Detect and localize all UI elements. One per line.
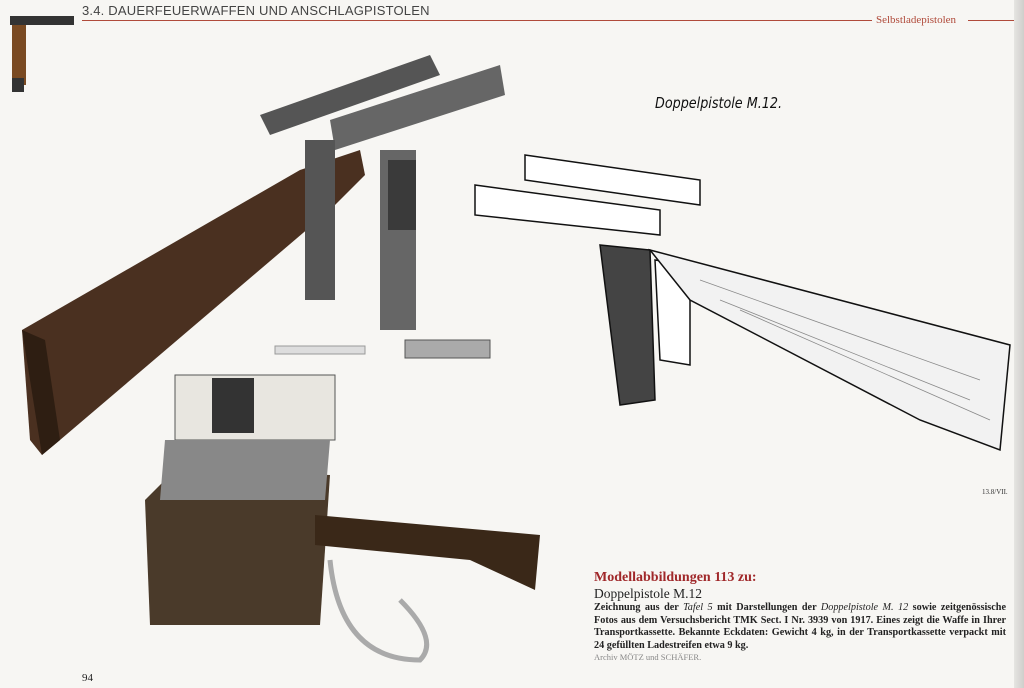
caption-credit: Archiv MÖTZ und SCHÄFER. — [594, 652, 702, 662]
header-rule-right — [968, 20, 1014, 21]
photo-transport-case — [145, 374, 540, 663]
caption-text: Zeichnung aus der — [594, 602, 684, 613]
caption-italic: Tafel 5 — [683, 602, 713, 613]
chapter-title: 3.4. DAUERFEUERWAFFEN UND ANSCHLAGPISTOL… — [82, 3, 430, 18]
caption-subheading: Doppelpistole M.12 — [594, 586, 702, 601]
plate-reference: 13.8/VII. — [982, 488, 1008, 496]
caption-heading: Modellabbildungen 113 zu: — [594, 570, 757, 585]
drawing-title: Doppelpistole M.12. — [655, 94, 783, 112]
caption-italic: Doppelpistole M. 12 — [820, 602, 909, 613]
header-rule — [82, 20, 872, 21]
page-number: 94 — [82, 672, 93, 684]
section-label: Selbstladepistolen — [876, 14, 957, 26]
page-edge-shadow — [1014, 0, 1024, 688]
pistol-thumbnail-icon — [10, 16, 74, 92]
technical-drawing-double-pistol — [474, 154, 1011, 452]
caption-body: Zeichnung aus der Tafel 5 mit Darstellun… — [594, 602, 1006, 652]
figure-caption: Modellabbildungen 113 zu: Doppelpistole … — [594, 570, 1006, 663]
photo-double-pistol-with-stock — [22, 55, 505, 455]
caption-text: sowie zeitgenössische Fotos aus dem Vers… — [594, 602, 1006, 651]
caption-text: mit Darstellungen der — [712, 602, 821, 613]
